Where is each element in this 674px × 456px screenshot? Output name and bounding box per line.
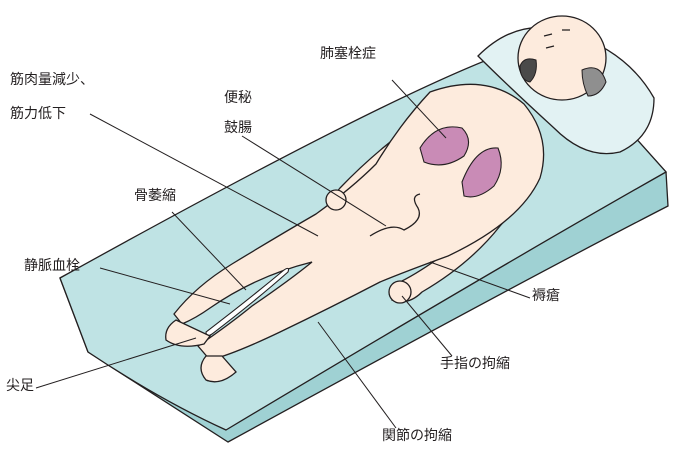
- label-bone-atrophy: 骨萎縮: [134, 188, 176, 204]
- label-finger-contracture: 手指の拘縮: [440, 356, 510, 372]
- right-hand: [326, 190, 346, 210]
- left-hand: [389, 281, 411, 303]
- label-constipation-line1: 便秘: [224, 90, 252, 106]
- label-pulmonary-embolism: 肺塞栓症: [320, 46, 376, 62]
- label-muscle-loss-line2: 筋力低下: [10, 106, 66, 122]
- label-muscle-loss-line1: 筋肉量減少、: [10, 72, 94, 88]
- label-foot-drop: 尖足: [6, 378, 34, 394]
- label-venous-thrombosis: 静脈血栓: [24, 258, 80, 274]
- label-pressure-sore: 褥瘡: [532, 288, 560, 304]
- label-constipation-line2: 鼓腸: [224, 120, 252, 136]
- label-joint-contracture: 関節の拘縮: [382, 428, 452, 444]
